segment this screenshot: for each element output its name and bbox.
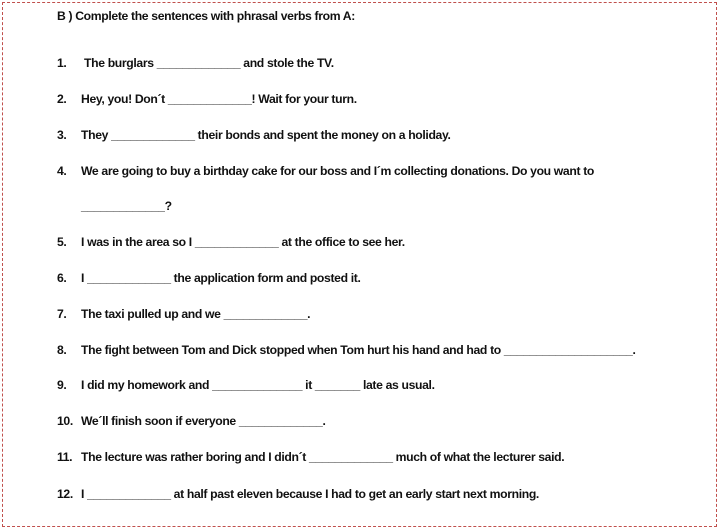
list-item: 4. We are going to buy a birthday cake fo… [57,164,594,178]
list-item: 3. They _____________ their bonds and spe… [57,128,451,142]
item-text: The taxi pulled up and we _____________. [81,307,311,321]
section-heading: B ) Complete the sentences with phrasal … [57,9,355,23]
item-number: 5. [57,235,67,249]
item-text: I was in the area so I _____________ at … [81,235,405,249]
item-text: They _____________ their bonds and spent… [81,128,451,142]
item-text: I _____________ at half past eleven beca… [81,487,539,501]
item-number: 6. [57,271,67,285]
item-number: 1. [57,56,67,70]
list-item: 7. The taxi pulled up and we ____________… [57,307,311,321]
list-item: 11. The lecture was rather boring and I d… [57,450,565,464]
item-number: 11. [57,450,73,464]
item-number: 10. [57,414,73,428]
item-number: 9. [57,378,67,392]
list-item: 9. I did my homework and ______________ i… [57,378,435,392]
list-item: 6. I _____________ the application form a… [57,271,361,285]
item-continuation: _____________? [81,199,172,213]
item-text: The lecture was rather boring and I didn… [81,450,565,464]
item-text: The fight between Tom and Dick stopped w… [81,343,636,357]
item-number: 7. [57,307,67,321]
item-number: 8. [57,343,67,357]
item-text: We´ll finish soon if everyone __________… [81,414,326,428]
item-text: We are going to buy a birthday cake for … [81,164,595,178]
item-text: I did my homework and ______________ it … [81,378,435,392]
list-item: 10. We´ll finish soon if everyone _______… [57,414,326,428]
item-number: 3. [57,128,67,142]
list-item: 5. I was in the area so I _____________ a… [57,235,405,249]
item-number: 12. [57,487,73,501]
list-item: 2. Hey, you! Don´t _____________! Wait fo… [57,92,357,106]
list-item: 8. The fight between Tom and Dick stopped… [57,343,636,357]
item-text: I _____________ the application form and… [81,271,361,285]
item-text: The burglars _____________ and stole the… [81,56,334,70]
item-number: 2. [57,92,67,106]
list-item: 1. The burglars _____________ and stole … [57,56,334,70]
item-number: 4. [57,164,67,178]
list-item: 12. I _____________ at half past eleven b… [57,487,539,501]
item-text: Hey, you! Don´t _____________! Wait for … [81,92,357,106]
